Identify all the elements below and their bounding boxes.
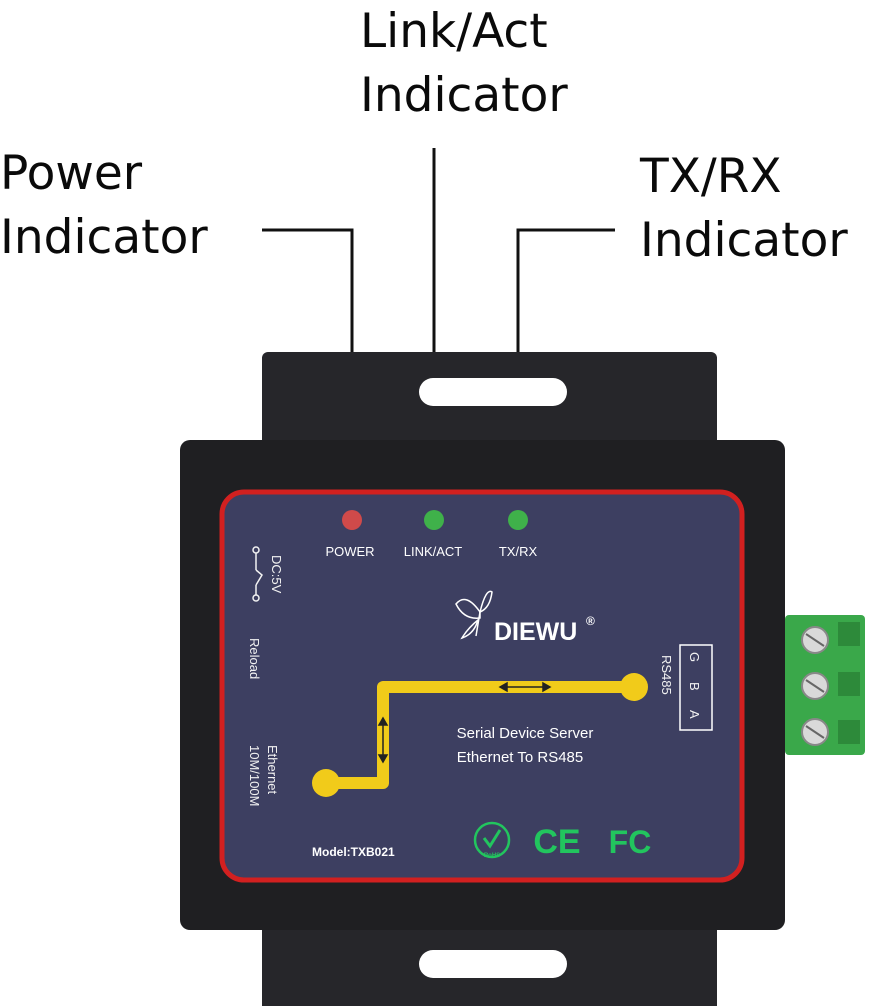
terminal-letter-b: B	[687, 682, 702, 691]
fc-mark: FC	[609, 824, 652, 860]
rohs-icon: RoHS	[473, 821, 511, 859]
terminal-letters-box	[679, 644, 713, 731]
tx-rx-led	[508, 510, 528, 530]
link-act-led-label: LINK/ACT	[404, 544, 463, 559]
ce-mark: CE	[533, 823, 580, 861]
link-act-indicator-callout: Link/Act Indicator	[360, 0, 568, 128]
rs485-terminal-block	[785, 615, 865, 755]
mounting-flange-top	[262, 352, 717, 462]
tx-rx-indicator-callout: TX/RX Indicator	[640, 145, 848, 273]
signal-trace	[312, 673, 648, 797]
link-callout-line2: Indicator	[360, 68, 568, 123]
model-number: Model:TXB021	[312, 845, 395, 859]
product-name-line2: Ethernet To RS485	[457, 749, 583, 766]
product-name-line1: Serial Device Server	[457, 725, 594, 742]
terminal-letter-a: A	[687, 710, 702, 719]
brand-name: DIEWU	[494, 618, 577, 646]
diewu-butterfly-logo	[455, 590, 493, 640]
dc-5v-label: DC:5V	[269, 555, 284, 594]
power-callout-line1: Power	[0, 146, 143, 201]
rohs-label: RoHS	[484, 853, 500, 859]
brand-registered-mark: ®	[586, 614, 595, 628]
txrx-callout-line2: Indicator	[640, 213, 848, 268]
reload-label: Reload	[247, 638, 262, 679]
power-led	[342, 510, 362, 530]
power-callout-line2: Indicator	[0, 210, 208, 265]
power-led-label: POWER	[325, 544, 374, 559]
link-callout-line1: Link/Act	[360, 4, 548, 59]
txrx-callout-line1: TX/RX	[640, 149, 782, 204]
link-act-led	[424, 510, 444, 530]
rs485-label: RS485	[659, 655, 674, 695]
tx-rx-led-label: TX/RX	[499, 544, 538, 559]
terminal-letter-g: G	[687, 652, 702, 662]
dc-power-jack-symbol	[252, 546, 263, 602]
ethernet-speed-label: 10M/100M	[247, 745, 262, 806]
ethernet-label: Ethernet	[265, 745, 280, 795]
power-indicator-callout: Power Indicator	[0, 142, 208, 270]
